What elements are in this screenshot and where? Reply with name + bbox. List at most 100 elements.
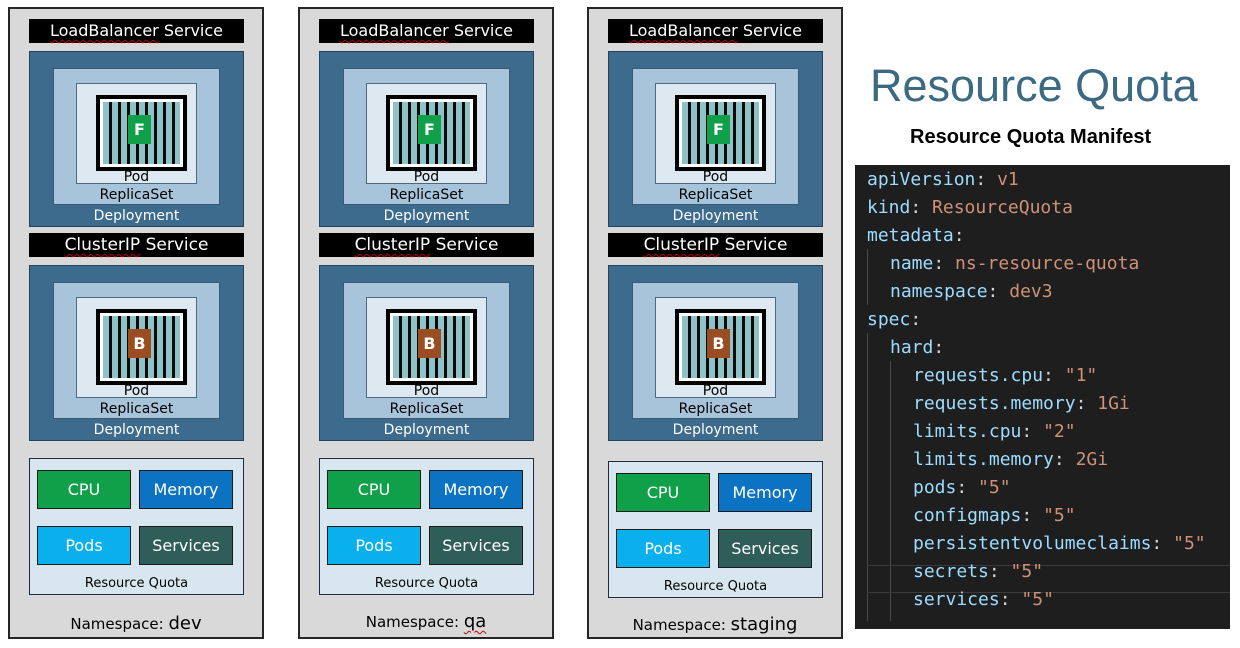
pod-label: Pod — [413, 169, 440, 185]
manifest-value: "2" — [1043, 421, 1076, 442]
backend-container-icon: B — [675, 309, 766, 385]
pod-label: Pod — [123, 169, 150, 185]
memory-quota-tile: Memory — [429, 470, 523, 509]
cpu-quota-tile: CPU — [327, 470, 421, 509]
frontend-badge: F — [128, 115, 151, 144]
backend-container-icon: B — [96, 309, 187, 385]
pods-quota-tile: Pods — [37, 526, 131, 565]
loadbalancer-service-name: LoadBalancer — [49, 21, 159, 40]
resource-quota-label: Resource Quota — [374, 576, 479, 591]
manifest-line: services: "5" — [913, 586, 1054, 614]
backend-deployment: B Pod ReplicaSet Deployment — [608, 265, 823, 441]
manifest-line: secrets: "5" — [913, 558, 1043, 586]
manifest-line: kind: ResourceQuota — [867, 194, 1073, 222]
backend-pod: B Pod — [366, 297, 487, 399]
page-title: Resource Quota — [870, 60, 1198, 111]
frontend-badge: F — [707, 115, 730, 144]
manifest-line: persistentvolumeclaims: "5" — [913, 530, 1206, 558]
backend-pod: B Pod — [655, 297, 776, 399]
frontend-replicaset: F Pod ReplicaSet — [632, 68, 799, 205]
replicaset-label: ReplicaSet — [99, 401, 174, 417]
pod-label: Pod — [702, 383, 729, 399]
manifest-line: requests.memory: 1Gi — [913, 390, 1130, 418]
resource-quota-box: CPU Memory Pods Services Resource Quota — [608, 461, 823, 598]
manifest-key: namespace — [890, 281, 988, 302]
manifest-key: limits.cpu — [913, 421, 1022, 442]
frontend-deployment: F Pod ReplicaSet Deployment — [319, 51, 534, 227]
manifest-key: kind — [867, 197, 911, 218]
manifest-value: "5" — [1173, 533, 1206, 554]
services-quota-tile: Services — [139, 526, 233, 565]
manifest-value: "5" — [1043, 505, 1076, 526]
manifest-key: metadata — [867, 225, 954, 246]
manifest-line: spec: — [867, 306, 921, 334]
manifest-separator: : — [953, 225, 965, 246]
manifest-separator: : — [910, 197, 933, 218]
manifest-line: namespace: dev3 — [890, 278, 1053, 306]
manifest-key: requests.cpu — [913, 365, 1044, 386]
manifest-subtitle: Resource Quota Manifest — [910, 126, 1152, 148]
manifest-separator: : — [1043, 365, 1065, 386]
manifest-separator: : — [999, 589, 1022, 610]
manifest-value: "1" — [1064, 365, 1098, 386]
cpu-quota-tile: CPU — [616, 473, 710, 512]
deployment-label: Deployment — [93, 208, 180, 224]
clusterip-service-name: ClusterIP — [354, 235, 431, 255]
manifest-separator: : — [933, 337, 945, 358]
loadbalancer-service-suffix: Service — [163, 21, 223, 40]
replicaset-label: ReplicaSet — [678, 187, 753, 203]
frontend-pod: F Pod — [366, 83, 487, 185]
manifest-line: requests.cpu: "1" — [913, 362, 1097, 390]
frontend-container-icon: F — [96, 95, 187, 171]
replicaset-label: ReplicaSet — [678, 401, 753, 417]
manifest-value: 2Gi — [1075, 449, 1109, 470]
manifest-value: "5" — [978, 477, 1011, 498]
manifest-line: limits.memory: 2Gi — [913, 446, 1108, 474]
loadbalancer-service-name: LoadBalancer — [339, 21, 449, 40]
backend-container-icon: B — [386, 309, 477, 385]
resource-quota-box: CPU Memory Pods Services Resource Quota — [319, 458, 534, 595]
pod-label: Pod — [123, 383, 150, 399]
manifest-separator: : — [987, 281, 1010, 302]
frontend-container-icon: F — [386, 95, 477, 171]
frontend-pod: F Pod — [655, 83, 776, 185]
manifest-separator: : — [988, 561, 1011, 582]
manifest-separator: : — [1021, 505, 1044, 526]
services-quota-tile: Services — [718, 529, 812, 568]
resource-quota-label: Resource Quota — [84, 576, 189, 591]
namespace-value: qa — [463, 611, 487, 632]
resource-quota-box: CPU Memory Pods Services Resource Quota — [29, 458, 244, 595]
backend-pod: B Pod — [76, 297, 197, 399]
namespace-panel-qa: LoadBalancer Service F Pod ReplicaSet De… — [298, 7, 554, 639]
manifest-line: metadata: — [867, 222, 965, 250]
pods-quota-tile: Pods — [327, 526, 421, 565]
frontend-deployment: F Pod ReplicaSet Deployment — [608, 51, 823, 227]
namespace-prefix: Namespace: — [70, 615, 164, 633]
manifest-key: spec — [867, 309, 911, 330]
loadbalancer-service-suffix: Service — [453, 21, 513, 40]
manifest-key: limits.memory — [913, 449, 1054, 470]
manifest-line: configmaps: "5" — [913, 502, 1076, 530]
clusterip-service-name: ClusterIP — [64, 235, 141, 255]
pods-quota-tile: Pods — [616, 529, 710, 568]
manifest-line: limits.cpu: "2" — [913, 418, 1076, 446]
clusterip-service-suffix: Service — [145, 235, 209, 255]
namespace-value: dev — [168, 613, 202, 634]
manifest-key: hard — [890, 337, 934, 358]
manifest-value: "5" — [1021, 589, 1054, 610]
backend-badge: B — [418, 329, 441, 358]
replicaset-label: ReplicaSet — [389, 187, 464, 203]
frontend-pod: F Pod — [76, 83, 197, 185]
namespace-label: Namespace: dev — [10, 613, 262, 634]
backend-replicaset: B Pod ReplicaSet — [632, 282, 799, 419]
indent-guide — [867, 249, 868, 305]
deployment-label: Deployment — [383, 208, 470, 224]
indent-guide — [867, 333, 868, 621]
manifest-key: pods — [913, 477, 957, 498]
loadbalancer-service-bar: LoadBalancer Service — [29, 19, 244, 43]
frontend-badge: F — [418, 115, 441, 144]
clusterip-service-name: ClusterIP — [643, 235, 720, 255]
loadbalancer-service-bar: LoadBalancer Service — [319, 19, 534, 43]
manifest-value: 1Gi — [1097, 393, 1130, 414]
namespace-panel-staging: LoadBalancer Service F Pod ReplicaSet De… — [587, 7, 843, 639]
